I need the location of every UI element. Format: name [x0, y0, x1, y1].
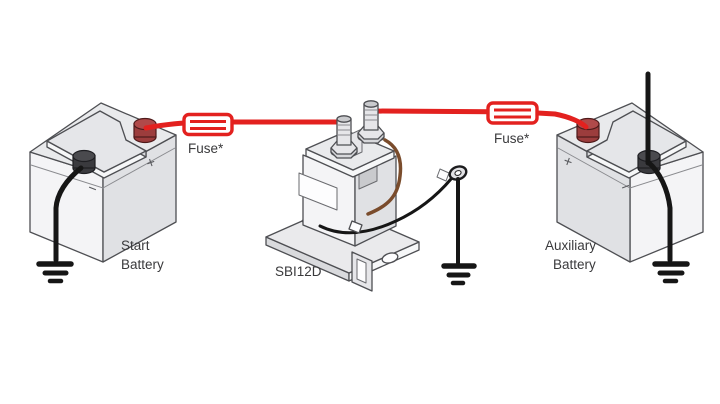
fuse-left: [182, 112, 234, 137]
start-battery-ground: [36, 165, 84, 284]
isolator-stud-right: [357, 100, 385, 144]
isolator-stud-left: [330, 115, 358, 159]
fuse-right-label: Fuse*: [494, 131, 530, 146]
red-wire-isolator-to-aux: [369, 108, 589, 130]
fuse-left-body: [182, 112, 234, 137]
fuse-left-label: Fuse*: [188, 141, 224, 156]
isolator-coil-wire: [366, 138, 403, 216]
post-top: [336, 115, 352, 123]
fuse-right-body: [486, 101, 539, 125]
ground-symbol-left: [36, 261, 74, 284]
isolator-sbi12d: [265, 100, 477, 292]
threaded-post: [363, 103, 379, 131]
fuse-right: [486, 101, 539, 125]
ring-terminal: [436, 165, 468, 182]
aux-battery-label-line2: Battery: [553, 257, 596, 272]
post-top: [363, 100, 379, 108]
isolator-label: SBI12D: [275, 264, 322, 279]
aux-battery-negative-cable: [645, 159, 673, 263]
isolator-mounting-hole: [381, 252, 399, 264]
isolator-ground-wire: [318, 177, 453, 235]
red-wire-start-to-isolator: [143, 119, 343, 131]
start-battery-label-line1: Start: [121, 238, 150, 253]
ground-symbol-center: [441, 177, 477, 286]
ground-symbol-right: [652, 261, 690, 284]
ring-terminal-hole: [454, 170, 462, 176]
ring-terminal-ferrule: [436, 168, 450, 182]
aux-battery-ground: [645, 71, 690, 284]
start-battery-negative-cable: [53, 165, 84, 263]
aux-battery-label-line1: Auxiliary: [545, 238, 596, 253]
isolator-bracket-slot: [356, 258, 367, 284]
wire-connector: [348, 220, 363, 234]
start-battery-label-line2: Battery: [121, 257, 164, 272]
threaded-post: [336, 118, 352, 146]
isolator-label-window: [298, 172, 338, 211]
